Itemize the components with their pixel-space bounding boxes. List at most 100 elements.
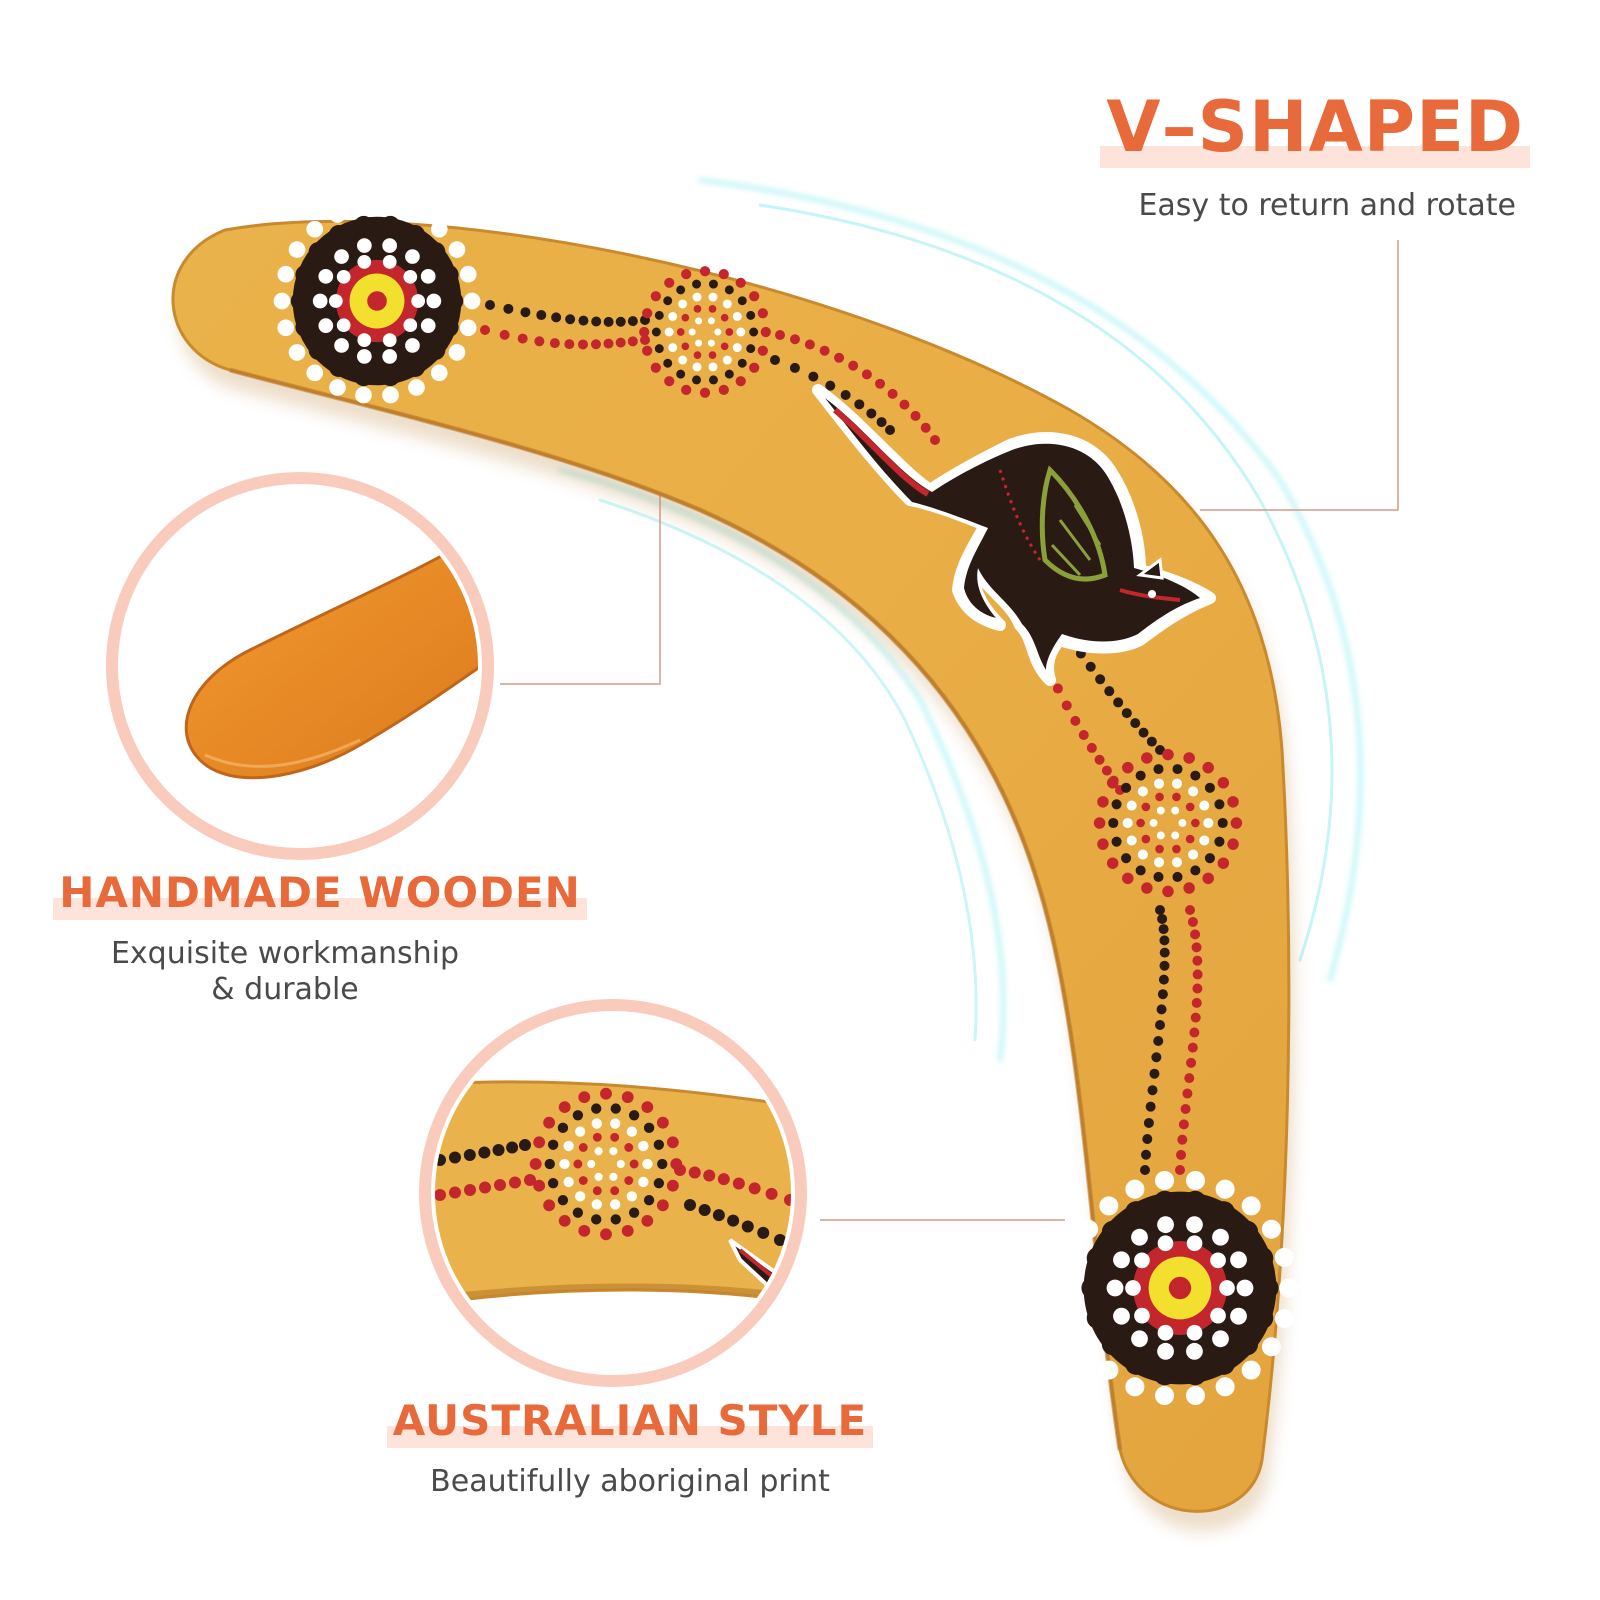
rosette-dot xyxy=(405,357,426,377)
rosette-dot xyxy=(1210,1252,1226,1269)
rosette-dot xyxy=(574,1191,586,1202)
path-dot xyxy=(1061,700,1072,711)
rosette-dot xyxy=(699,387,711,398)
rosette-dot xyxy=(1153,764,1164,775)
detail-circle-tip xyxy=(106,472,494,860)
rosette-dot xyxy=(1153,857,1165,868)
path-dot xyxy=(840,390,851,400)
rosette-dot xyxy=(681,342,690,351)
rosette-dot xyxy=(430,364,448,382)
rosette-dot xyxy=(547,1178,559,1189)
rosette-dot xyxy=(1125,1280,1141,1296)
rosette-dot xyxy=(1172,871,1183,882)
path-dot xyxy=(591,316,602,327)
rosette-dot xyxy=(1183,882,1195,894)
rosette-dot xyxy=(1274,1247,1294,1267)
rosette-dot xyxy=(621,1224,634,1237)
path-dot xyxy=(1190,929,1201,940)
rosette-dot xyxy=(610,1132,620,1142)
rosette-dot xyxy=(628,1207,640,1218)
path-dot xyxy=(876,417,887,428)
rosette-dot xyxy=(1155,1170,1175,1190)
boomerang-edge xyxy=(229,367,1123,1451)
rosette-dot xyxy=(641,1101,654,1114)
rosette-dot xyxy=(288,241,306,258)
rosette-dot xyxy=(426,293,442,309)
rosette-dot xyxy=(543,1116,556,1129)
rosette-dot xyxy=(757,308,768,319)
rosette-center xyxy=(367,291,387,311)
rosette-dot xyxy=(329,206,346,223)
rosette-dot xyxy=(642,308,653,319)
rosette-dot xyxy=(1157,1342,1174,1360)
rosette-dot xyxy=(439,265,459,285)
rosette-dot xyxy=(1122,761,1134,774)
path-dot xyxy=(520,307,531,318)
path-dot xyxy=(804,339,815,350)
rosette-dot xyxy=(663,296,673,306)
kangaroo-illustration xyxy=(812,384,1216,686)
rosette-dot xyxy=(591,1199,602,1210)
rosette-dot xyxy=(1099,1360,1119,1380)
path-dot xyxy=(875,378,886,389)
rosette-dot xyxy=(1155,792,1164,802)
rosette-dot xyxy=(357,238,372,253)
path-dot xyxy=(1192,969,1203,980)
rosette-dot xyxy=(420,318,436,334)
feature-handmade: HANDMADE WOODEN Exquisite workmanship & … xyxy=(40,872,600,1008)
rosette-dot xyxy=(695,317,703,325)
path-dot xyxy=(910,410,921,421)
rosette-dot xyxy=(681,313,690,322)
path-dot xyxy=(1094,754,1105,765)
rosette-dot xyxy=(720,342,729,351)
rosette-dot xyxy=(1153,871,1164,882)
rosette-dot xyxy=(382,238,397,253)
rosette-dot xyxy=(708,305,717,313)
path-dot xyxy=(536,310,547,321)
rosette-dot xyxy=(420,268,436,284)
rosette-dot xyxy=(1183,1362,1207,1386)
rosette-dot xyxy=(1066,1247,1086,1267)
rosette-dot xyxy=(722,355,732,365)
rosette-dot xyxy=(544,1158,555,1170)
rosette-dot xyxy=(448,344,466,361)
rosette-dot xyxy=(654,310,664,320)
path-dot xyxy=(784,1194,791,1206)
rosette-dot xyxy=(1186,1216,1203,1234)
rosette-dot xyxy=(735,277,746,288)
rosette-dot xyxy=(749,291,760,302)
rosette-dot xyxy=(1086,1246,1110,1270)
rosette-dot xyxy=(448,241,466,258)
rosette-dot xyxy=(1256,1276,1279,1300)
rosette-dot xyxy=(308,340,329,360)
rosette-dot xyxy=(1188,786,1199,797)
rosette-dot xyxy=(443,291,464,311)
rosette-dot xyxy=(1203,817,1214,829)
rosette-dot xyxy=(653,1139,665,1150)
rosette-dot xyxy=(653,1178,665,1189)
rosette-dot xyxy=(643,1194,655,1206)
rosette-dot xyxy=(610,1214,621,1225)
dot-painting-motif xyxy=(273,198,1299,1406)
rosette-dot xyxy=(609,1147,618,1156)
rosette-dot xyxy=(707,339,715,347)
path-dot xyxy=(920,422,931,433)
rosette-dot xyxy=(1204,782,1215,793)
rosette-dot xyxy=(718,384,729,395)
path-dot xyxy=(603,316,614,327)
rosette-dot xyxy=(1261,1219,1281,1239)
rosette-dot xyxy=(353,215,374,236)
rosette-dot xyxy=(459,319,477,337)
rosette-center xyxy=(1168,1276,1192,1300)
rosette-dot xyxy=(1202,872,1214,885)
path-dot xyxy=(627,316,638,327)
path-dot xyxy=(727,1214,740,1227)
rosette-dot xyxy=(591,1214,602,1225)
rosette-dot xyxy=(1157,1235,1174,1252)
path-dot xyxy=(765,1187,778,1200)
rosette-dot xyxy=(312,293,328,309)
rosette-dot xyxy=(626,1191,638,1202)
rosette-dot xyxy=(1186,1324,1203,1341)
rosette-dot xyxy=(529,1158,542,1170)
feature-v-shaped: V–SHAPED Easy to return and rotate xyxy=(1090,92,1530,223)
